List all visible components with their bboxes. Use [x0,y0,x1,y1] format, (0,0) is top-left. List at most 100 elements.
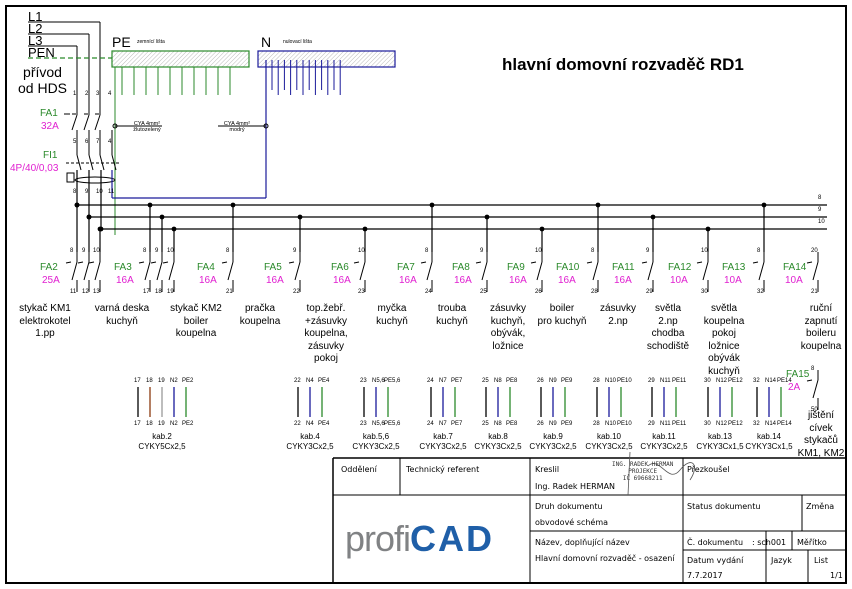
cable-name: kab.5,6 [362,432,390,441]
stamp-line3: IČ 69668211 [622,475,663,482]
junction-dot [159,214,165,220]
stamp-line2: PROJEKCE [628,468,658,475]
breaker-terminal-out-label: 25 [480,289,487,295]
circuit-description-line: boiler [183,315,209,327]
cable-core-bottom-label: N9 [549,421,557,427]
breaker-terminal-out-label: 21 [811,289,818,295]
cable-core-top-label: 23 [360,378,367,384]
terminal-n [263,123,269,129]
cable-core-top-label: N2 [170,378,178,384]
pe-bar-label: PE [112,34,131,50]
junction-dot [97,226,103,232]
breaker-terminal-out-label: 18 [155,289,162,295]
fa1-rating: 32A [41,121,59,132]
breaker-terminal-in-label: 10 [167,248,174,254]
cable-core-bottom-label: 28 [593,421,600,427]
breaker-hook [475,261,482,264]
cable-type: CYKY3Cx1,5 [745,442,793,451]
cable-core-bottom-label: 29 [648,421,655,427]
circuit-description-line: koupelna [239,315,281,327]
tb-oddeleni: Oddělení [341,465,377,474]
cable-core-bottom-label: N11 [660,421,671,427]
cable-core-top-label: PE8 [506,378,518,384]
cable-core-top-label: PE9 [561,378,573,384]
cable-core-top-label: 32 [753,378,760,384]
circuit-description-line: 2.np [658,315,678,327]
cable-core-top-label: PE12 [728,378,743,384]
circuit-description-line: kuchyň [436,315,468,327]
cable-core-bottom-label: N12 [716,421,728,427]
circuit-description-line: zásuvky [599,303,637,314]
breaker-terminal-in-label: 8 [425,248,429,254]
bus-label: 10 [818,219,825,225]
breaker-fa6-name: FA6 [331,262,349,273]
tb-list: 1/1 [830,571,843,580]
breaker-fa12-rating: 10A [670,275,688,286]
breaker-fa10-name: FA10 [556,262,580,273]
breaker-hook [586,261,593,264]
breaker-contact [227,261,234,281]
breaker-fa5-name: FA5 [264,262,282,273]
bus-label: 8 [818,195,822,201]
line-label-l1: L1 [28,9,43,24]
breaker-hook [150,261,157,264]
circuit-description-line: elektrokotel [19,315,71,327]
breaker-terminal-in-label: 20 [811,248,818,254]
breaker-fa2-name: FA2 [40,262,58,273]
breaker-terminal-out-label: 28 [591,289,598,295]
circuit-description-line: ložnice [708,340,740,352]
cable-core-top-label: N7 [439,378,447,384]
cable-core-top-label: N12 [716,378,728,384]
cable-name: kab.14 [756,432,782,441]
cable-name: kab.11 [652,432,676,441]
cable-core-bottom-label: N5,6 [372,421,385,427]
breaker-terminal-in-label: 10 [358,248,365,254]
breaker-terminal-in-label: 9 [480,248,484,254]
circuit-description-line: pro kuchyň [537,315,587,327]
fa1-terminal-bottom: 5 [73,139,77,145]
breaker-hook [641,261,648,264]
breaker-hook [162,261,169,264]
breaker-contact [83,261,90,281]
signature [647,462,695,481]
cable-core-bottom-label: PE8 [506,421,518,427]
cable-core-bottom-label: N8 [494,421,502,427]
cable-type: CYKY3Cx2,5 [474,442,522,451]
fa1-terminal-top: 4 [108,91,112,97]
breaker-contact [71,261,78,281]
circuit-description-line: pokoj [314,353,338,364]
breaker-fa9-name: FA9 [507,262,525,273]
breaker-contact [481,261,488,281]
cable-core-bottom-label: 26 [537,421,544,427]
fi1-terminal-bottom: 8 [73,189,77,195]
cable-type: CYKY3Cx2,5 [640,442,688,451]
circuit-description-line: 2.np [608,315,628,327]
proficad-logo: profiCAD [345,518,494,560]
circuit-description-line: kuchyň, [490,315,526,327]
breaker-fa3-name: FA3 [114,262,132,273]
cable-core-bottom-label: PE5,6 [384,421,401,427]
pe-bar [111,50,250,68]
breaker-terminal-out-label: 12 [82,289,89,295]
breaker-hook [288,261,295,264]
circuit-description-line: +zásuvky [305,315,347,327]
breaker-terminal-in-label: 9 [293,248,297,254]
fa1-terminal-bottom: 4 [108,139,112,145]
cable-core-bottom-label: PE11 [672,421,687,427]
cable-core-top-label: PE7 [451,378,463,384]
cable-core-top-label: N14 [765,378,777,384]
breaker-terminal-out-label: 17 [143,289,150,295]
n-bar-sublabel: nulovací lišta [283,39,312,45]
cable-core-bottom-label: 18 [146,421,153,427]
junction-dot [650,214,656,220]
breaker-terminal-in-label: 10 [701,248,708,254]
stamp-line1: ING. RADEK HERMAN [612,461,674,468]
breaker-hook [65,261,72,264]
cable-type: CYKY3Cx2,5 [286,442,334,451]
breaker-contact [94,261,101,281]
